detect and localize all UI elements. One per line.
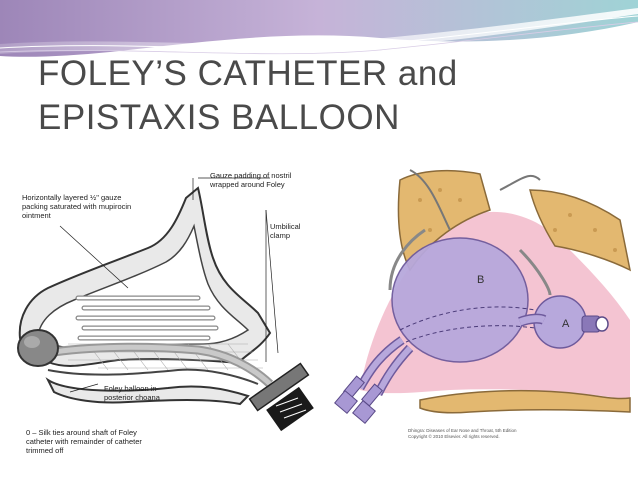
label-gauze-padding: Gauze padding of nostril wrapped around … (210, 171, 292, 189)
label-horizontal-gauze: Horizontally layered ½" gauze packing sa… (22, 193, 132, 220)
epistaxis-balloon-diagram (330, 150, 635, 442)
label-umbilical-clamp: Umbilical clamp (270, 222, 301, 240)
label-silk-ties: 0 – Silk ties around shaft of Foley cath… (26, 428, 142, 455)
foley-catheter-diagram (17, 177, 314, 432)
slide-title: FOLEY’S CATHETER and EPISTAXIS BALLOON (38, 54, 458, 137)
top-wave-decoration (0, 0, 638, 57)
balloon-a-label: A (562, 318, 570, 330)
figure-credit: Dhingra: Diseases of Ear Nose and Throat… (408, 428, 517, 439)
label-foley-balloon: Foley balloon in posterior choana (104, 384, 160, 402)
balloon-b-label: B (477, 274, 485, 286)
